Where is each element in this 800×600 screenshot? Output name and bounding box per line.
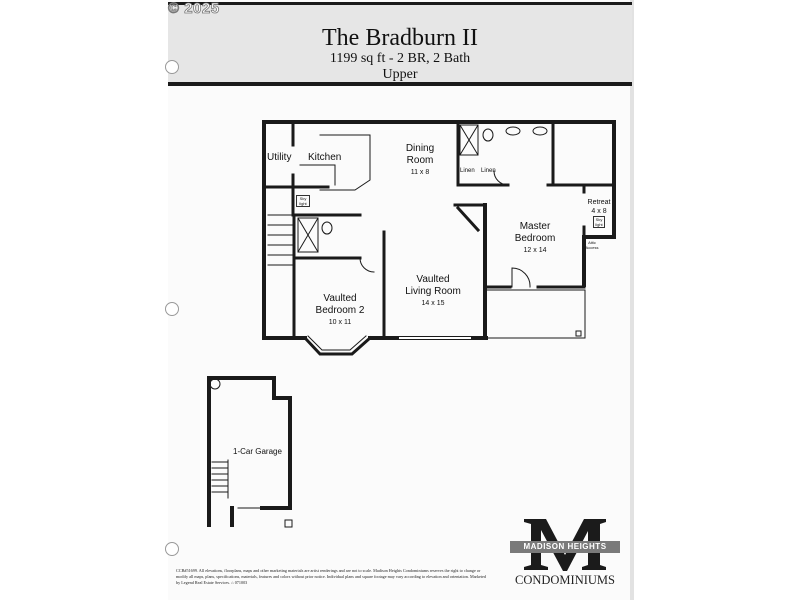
linen-closet-1: Linen xyxy=(460,168,475,174)
wall-closet xyxy=(453,203,486,233)
wall-left xyxy=(262,120,307,340)
plan-level: Upper xyxy=(382,67,418,82)
document-code: 071003 xyxy=(234,580,248,585)
living-name: Vaulted xyxy=(416,274,450,285)
toilet xyxy=(321,221,333,235)
logo-condominiums: CONDOMINIUMS xyxy=(514,573,615,587)
room-label-utility: Utility xyxy=(267,152,292,163)
room-label-retreat: Retreat 4 x 8 Sky light xyxy=(584,198,614,228)
garage-walls xyxy=(207,376,292,527)
wall-outer xyxy=(262,120,616,287)
punch-hole xyxy=(165,302,179,316)
logo-band: MADISON HEIGHTS xyxy=(510,541,620,553)
kitchen-counter xyxy=(299,134,371,191)
dining-size: 11 x 8 xyxy=(410,169,430,176)
shower xyxy=(297,217,319,253)
logo-letter-m xyxy=(524,519,606,571)
punch-hole xyxy=(165,542,179,556)
master-name: Master xyxy=(519,221,551,232)
toilet xyxy=(482,128,494,142)
sink xyxy=(532,126,548,136)
bay-window-inner xyxy=(307,335,367,351)
shower-master xyxy=(459,124,479,156)
master-size: 12 x 14 xyxy=(523,247,547,254)
linen-closet-2: Linen xyxy=(481,168,496,174)
wall-bath-master xyxy=(456,120,616,187)
wall-utility xyxy=(262,120,330,217)
equal-housing-icon: ⌂ xyxy=(231,580,234,585)
bedroom2-name: Vaulted xyxy=(323,293,357,304)
room-label-bedroom-2: Vaulted Bedroom 2 10 x 11 xyxy=(310,293,370,329)
skylight-hall: Sky light xyxy=(296,195,310,207)
plan-title: The Bradburn II xyxy=(322,25,478,51)
stairs xyxy=(267,214,293,266)
wall-bed2 xyxy=(292,213,362,340)
water-heater xyxy=(209,378,221,390)
disclaimer: CCB#51699. All elevations, floorplans, m… xyxy=(176,568,486,586)
logo-m-shape xyxy=(524,519,606,571)
room-label-kitchen: Kitchen xyxy=(308,152,342,163)
bay-window xyxy=(302,335,373,356)
room-label-master: Master Bedroom 12 x 14 xyxy=(505,221,565,257)
meter-box xyxy=(575,330,582,337)
master-name: Bedroom xyxy=(514,233,556,244)
living-size: 14 x 15 xyxy=(421,300,445,307)
retreat-size: 4 x 8 xyxy=(591,208,607,215)
plan-subtitle: 1199 sq ft - 2 BR, 2 Bath xyxy=(329,51,471,66)
patio xyxy=(485,289,586,339)
retreat-name: Retreat xyxy=(587,199,611,206)
room-label-garage: 1-Car Garage xyxy=(233,447,282,456)
door-swing xyxy=(359,170,531,288)
disclaimer-text: CCB#51699. All elevations, floorplans, m… xyxy=(176,568,487,585)
garage-stairs xyxy=(211,459,229,499)
skylight: Sky light xyxy=(593,216,605,228)
bedroom2-name: Bedroom 2 xyxy=(315,305,365,316)
room-label-dining: Dining Room 11 x 8 xyxy=(395,143,445,179)
living-name: Living Room xyxy=(405,286,461,297)
dining-name: Room xyxy=(406,155,434,166)
copyright-watermark: © 2025 xyxy=(168,0,220,17)
document-page xyxy=(168,0,632,600)
attic-access: Attic Access xyxy=(585,240,599,250)
punch-hole xyxy=(165,60,179,74)
header-band: The Bradburn II 1199 sq ft - 2 BR, 2 Bat… xyxy=(168,2,632,86)
bedroom2-size: 10 x 11 xyxy=(328,319,352,326)
madison-heights-logo: MADISON HEIGHTS CONDOMINIUMS xyxy=(510,515,620,590)
sink xyxy=(505,126,521,136)
dining-name: Dining xyxy=(405,143,435,154)
meter-box xyxy=(284,519,293,528)
room-label-living: Vaulted Living Room 14 x 15 xyxy=(398,274,468,310)
page-edge xyxy=(630,0,634,600)
